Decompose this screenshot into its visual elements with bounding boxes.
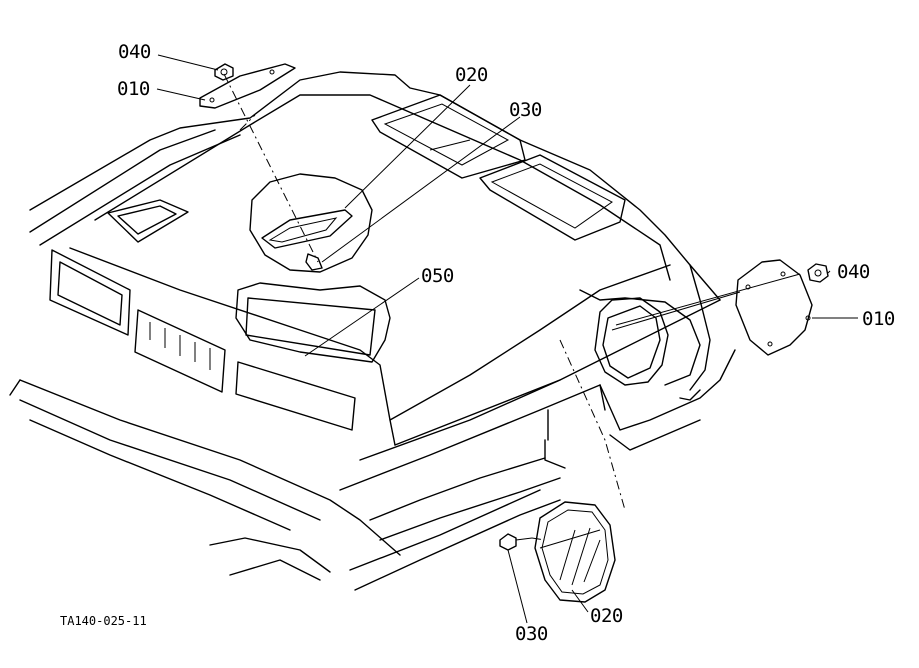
- front-openings: [49, 199, 356, 431]
- assembly-lines: [223, 73, 626, 541]
- label-040-top: 040: [118, 41, 151, 63]
- roof-openings: [371, 94, 626, 241]
- bottom-screw: [499, 533, 533, 551]
- label-040-right: 040: [837, 261, 870, 283]
- label-020-bottom: 020: [590, 605, 623, 627]
- top-nut: [214, 63, 234, 81]
- label-010-right: 010: [862, 308, 895, 330]
- right-nut: [807, 263, 829, 283]
- right-speaker-opening: [594, 297, 669, 386]
- label-050: 050: [421, 265, 454, 287]
- label-030-center: 030: [509, 99, 542, 121]
- top-lamp-lens: [199, 63, 296, 109]
- sunvisor-panel: [235, 282, 391, 363]
- drawing-code: TA140-025-11: [60, 614, 147, 628]
- label-020-center: 020: [455, 64, 488, 86]
- center-speaker-detail: [249, 173, 373, 273]
- bottom-speaker-grille: [534, 501, 616, 603]
- leader-lines: [156, 54, 858, 624]
- right-speaker-cover: [735, 259, 813, 356]
- label-030-bottom: 030: [515, 623, 548, 645]
- label-010-top: 010: [117, 78, 150, 100]
